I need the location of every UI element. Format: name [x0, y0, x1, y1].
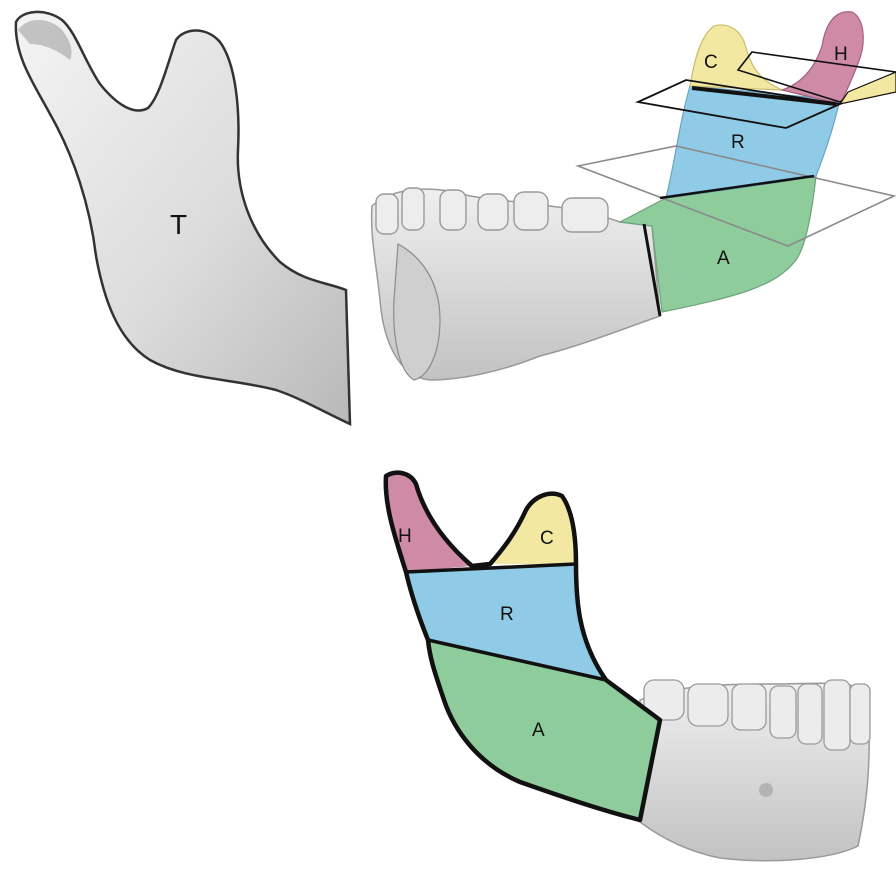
- tooth: [798, 684, 822, 744]
- tooth: [732, 684, 766, 730]
- ramus-label-side: R: [500, 604, 514, 625]
- tooth: [376, 194, 398, 234]
- template-label: T: [170, 209, 187, 240]
- tooth: [688, 684, 728, 726]
- segmented-3d-mandible: C H R A: [372, 12, 896, 380]
- angle-label-3d: A: [717, 248, 730, 269]
- tooth: [478, 194, 508, 230]
- ramus-label-3d: R: [731, 132, 745, 153]
- mental-foramen: [759, 783, 773, 797]
- teeth-row-3d: [376, 188, 608, 234]
- tooth: [850, 684, 870, 744]
- angle-label-side: A: [532, 720, 545, 741]
- head-label-3d: H: [834, 44, 848, 65]
- tooth: [770, 686, 796, 738]
- tooth: [402, 188, 424, 230]
- coronoid-label-3d: C: [704, 52, 718, 73]
- tooth: [514, 192, 548, 230]
- tooth: [562, 198, 608, 232]
- segmented-side-mandible: H C R A: [386, 473, 870, 861]
- coronoid-label-side: C: [540, 528, 554, 549]
- template-mandible: T: [16, 12, 350, 424]
- tooth: [824, 680, 850, 750]
- head-label-side: H: [398, 526, 412, 547]
- tooth: [440, 190, 466, 230]
